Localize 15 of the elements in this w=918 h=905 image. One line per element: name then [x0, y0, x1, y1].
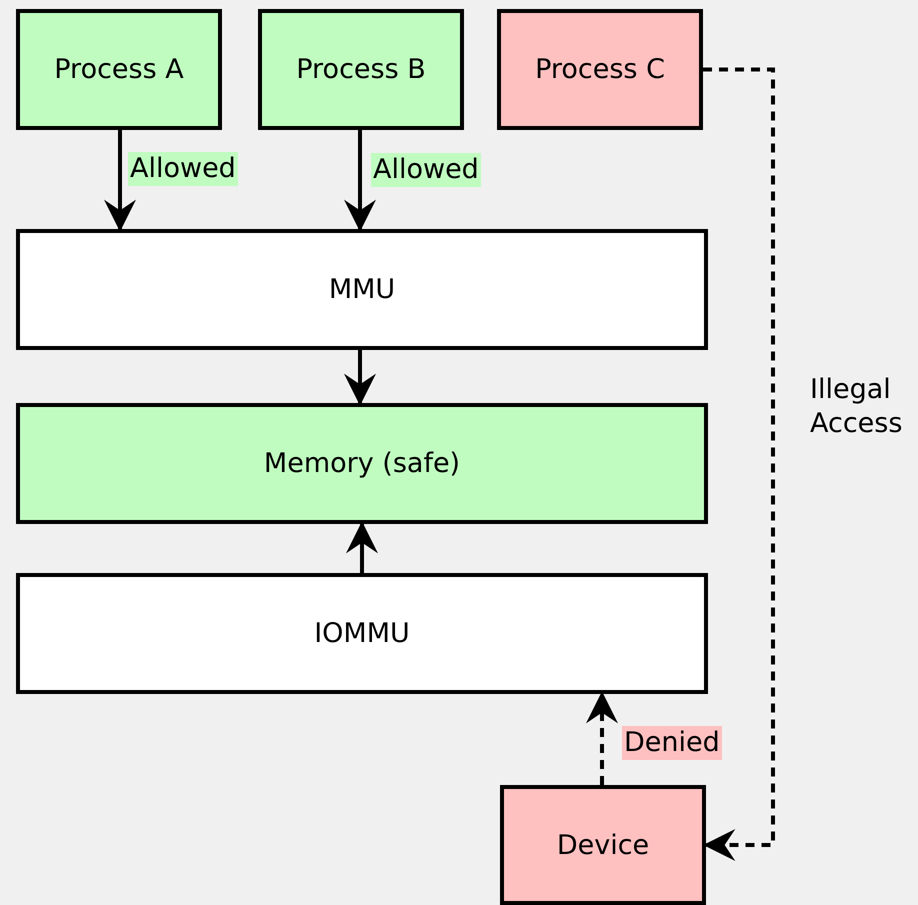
process-box: Process A — [16, 9, 222, 130]
arrow — [104, 130, 136, 232]
edge-label: Allowed — [371, 153, 481, 187]
iommu-box: IOMMU — [16, 573, 708, 694]
arrow — [344, 350, 376, 406]
arrow — [703, 68, 775, 861]
process-box: Process B — [258, 9, 464, 130]
edge-label: Denied — [622, 726, 722, 760]
edge-label: Illegal Access — [809, 373, 904, 441]
device-box: Device — [500, 785, 706, 905]
mmu-box: MMU — [16, 229, 708, 350]
memory-box: Memory (safe) — [16, 403, 708, 524]
process-box: Process C — [497, 9, 703, 130]
arrow — [344, 130, 376, 232]
edge-label: Allowed — [128, 152, 238, 186]
